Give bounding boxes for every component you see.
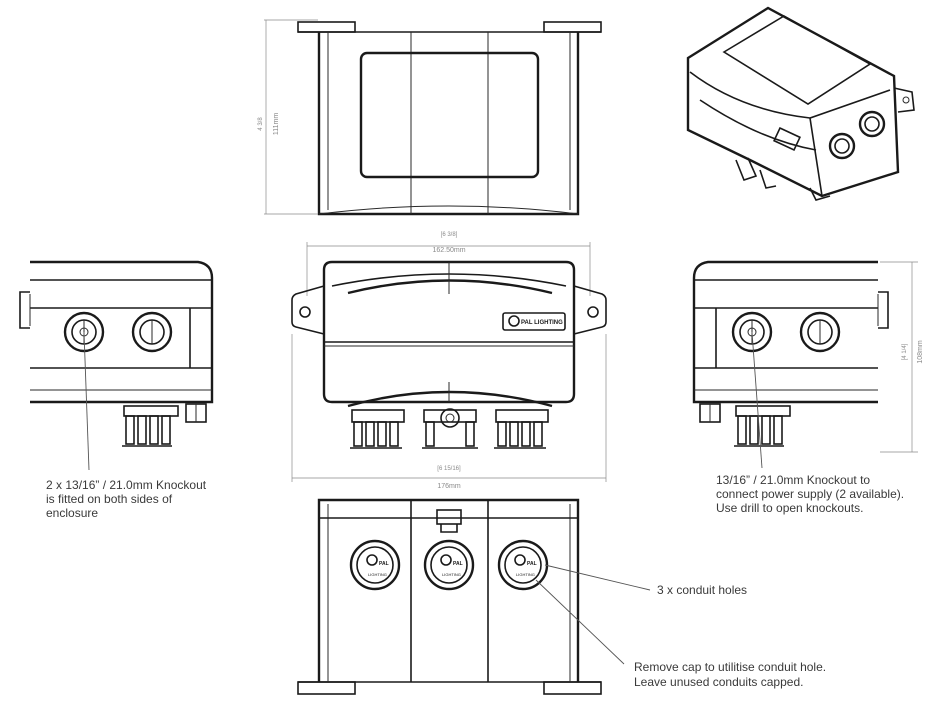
cap-left-subtext: LIGHTING (368, 572, 387, 577)
remove-cap-leader (535, 579, 625, 665)
cap-right-text: PAL (527, 561, 537, 567)
remove-cap-line-1: Remove cap to utilitise conduit hole. (634, 660, 826, 674)
left-knockout-callout: 2 x 13/16” / 21.0mm Knockout is fitted o… (46, 478, 207, 520)
dim-front-width-top: [6 3/8] 162.50mm (306, 232, 591, 296)
dim-side-height: [4 1/4] 108mm (880, 261, 924, 453)
top-view (297, 21, 602, 216)
dim-top-height-imperial: 4 3/8 (258, 117, 264, 131)
bottom-view (297, 498, 602, 695)
left-knockout-line-2: is fitted on both sides of (46, 492, 173, 506)
left-knockout-line-3: enclosure (46, 506, 98, 520)
left-side-view (19, 260, 214, 447)
front-conduit-center (422, 408, 478, 449)
dim-front-width-bottom-imperial: [6 15/16] (437, 466, 461, 472)
conduit-holes-leader (544, 564, 651, 591)
right-knockout-line-3: Use drill to open knockouts. (716, 501, 863, 515)
conduit-holes-callout: 3 x conduit holes (657, 583, 747, 597)
front-logo-text: PAL LIGHTING (521, 320, 563, 326)
dim-side-height-imperial: [4 1/4] (902, 343, 908, 360)
front-conduit-right (494, 409, 549, 449)
dim-front-width-bottom-metric: 176mm (437, 483, 461, 490)
dim-side-height-metric: 108mm (917, 340, 924, 364)
conduit-cap-left: PAL LIGHTING (349, 539, 401, 591)
dim-front-width-bottom: [6 15/16] 176mm (291, 334, 607, 490)
cap-right-subtext: LIGHTING (516, 572, 535, 577)
remove-cap-line-2: Leave unused conduits capped. (634, 675, 803, 689)
front-conduit-left (350, 409, 405, 449)
right-side-view (692, 260, 889, 447)
left-knockout-leader (83, 331, 90, 471)
conduit-cap-right: PAL LIGHTING (497, 539, 549, 591)
cap-left-text: PAL (379, 561, 389, 567)
right-knockout-line-2: connect power supply (2 available). (716, 487, 904, 501)
cap-center-text: PAL (453, 561, 463, 567)
isometric-view (686, 6, 915, 201)
conduit-cap-center: PAL LIGHTING (423, 539, 475, 591)
dim-top-height: 4 3/8 111mm (258, 19, 318, 215)
cap-center-subtext: LIGHTING (442, 572, 461, 577)
right-knockout-line-1: 13/16” / 21.0mm Knockout to (716, 473, 870, 487)
front-view: PAL LIGHTING (291, 260, 607, 449)
remove-cap-callout: Remove cap to utilitise conduit hole. Le… (634, 660, 826, 689)
right-knockout-callout: 13/16” / 21.0mm Knockout to connect powe… (716, 473, 904, 515)
dim-front-width-top-imperial: [6 3/8] (441, 232, 458, 238)
dim-top-height-metric: 111mm (273, 113, 280, 135)
left-knockout-line-1: 2 x 13/16” / 21.0mm Knockout (46, 478, 207, 492)
dim-front-width-top-metric: 162.50mm (432, 247, 465, 254)
right-knockout-leader (751, 331, 763, 469)
